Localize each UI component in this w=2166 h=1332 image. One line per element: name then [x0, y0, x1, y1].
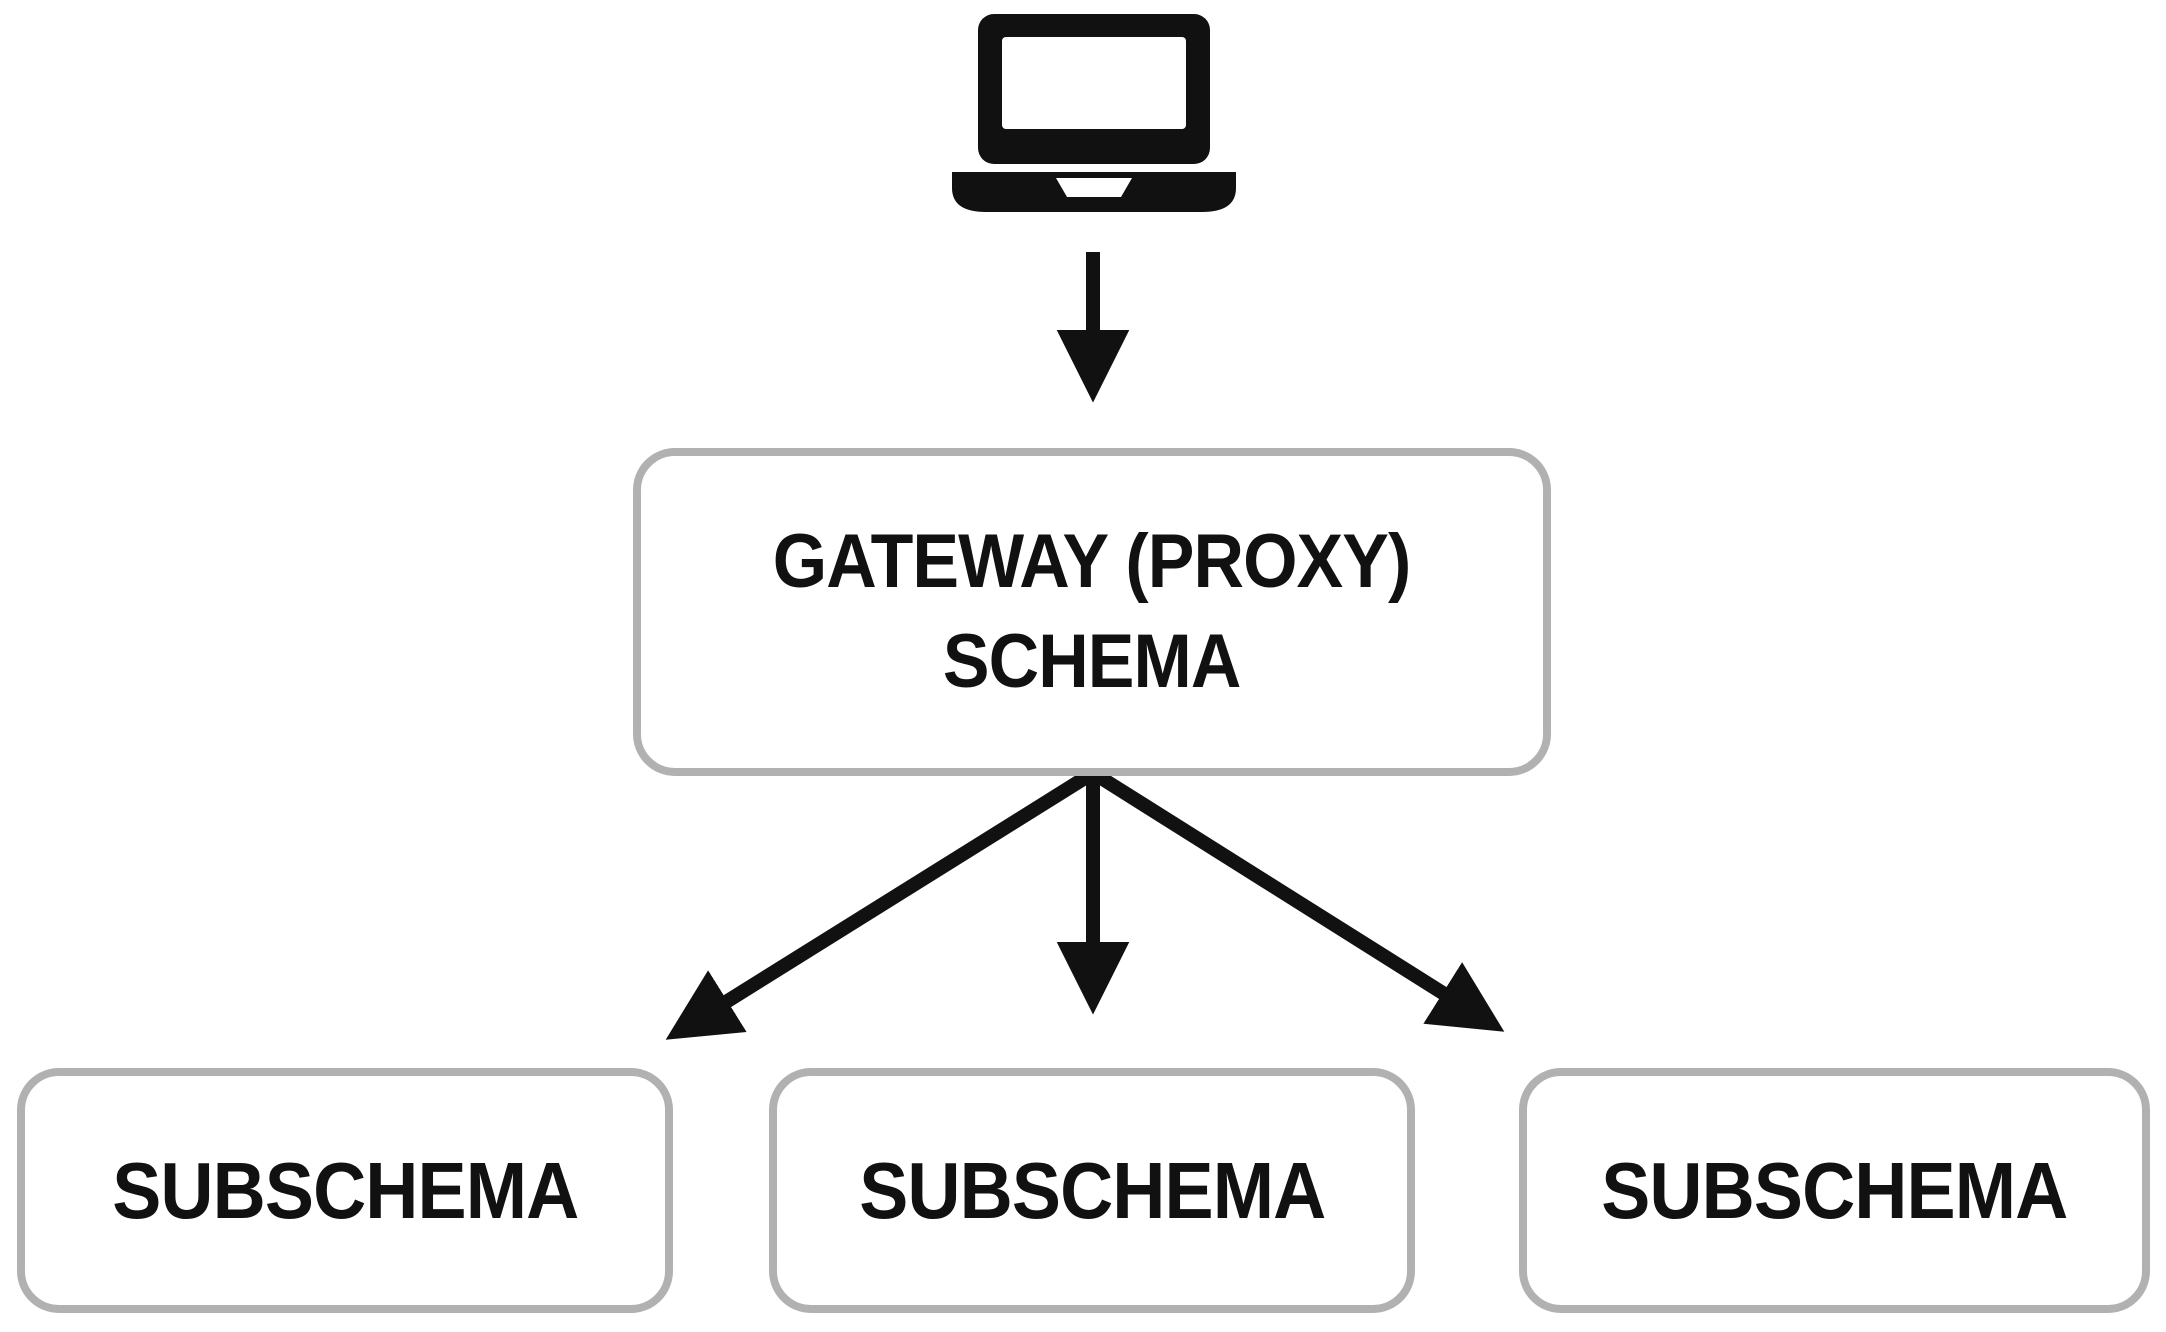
subschema-node-3: SUBSCHEMA	[1519, 1068, 2150, 1313]
subschema-node-1: SUBSCHEMA	[17, 1068, 673, 1313]
laptop-icon	[952, 14, 1236, 212]
gateway-label-line1: GATEWAY (PROXY)	[773, 518, 1412, 604]
subschema-node-2: SUBSCHEMA	[769, 1068, 1415, 1313]
subschema-label: SUBSCHEMA	[111, 1145, 579, 1235]
subschema-label: SUBSCHEMA	[1601, 1145, 2068, 1235]
gateway-label-line2: SCHEMA	[943, 619, 1241, 704]
arrow-gateway-to-subschema-3	[1094, 770, 1505, 1032]
gateway-schema-node: GATEWAY (PROXY) SCHEMA	[633, 448, 1551, 776]
subschema-label: SUBSCHEMA	[858, 1145, 1326, 1235]
arrow-gateway-to-subschema-1	[665, 770, 1092, 1040]
